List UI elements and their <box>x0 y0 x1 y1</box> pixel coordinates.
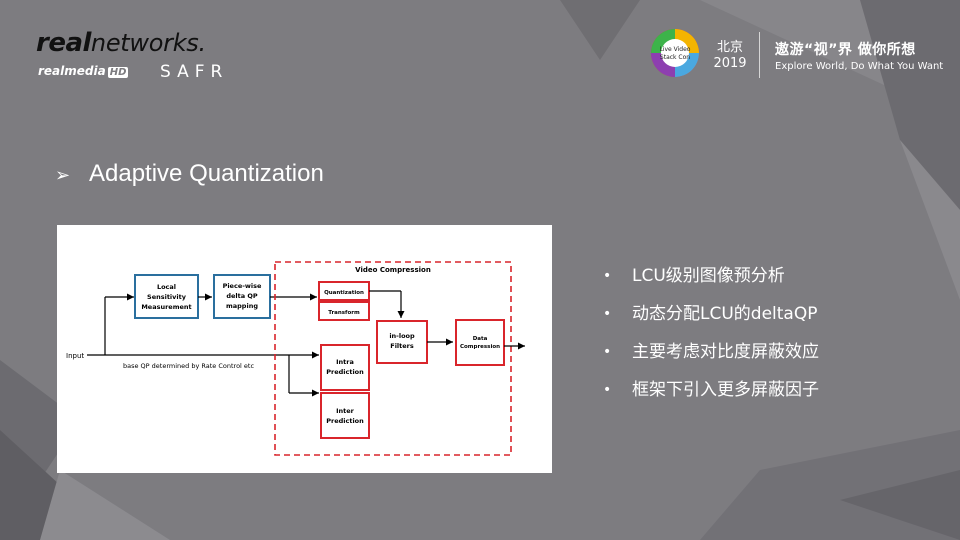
slide-title-text: Adaptive Quantization <box>89 160 324 187</box>
bullet-text: LCU级别图像预分析 <box>632 266 785 286</box>
piecewise-line2: delta QP <box>226 292 258 300</box>
arrow-bullet-icon: ➢ <box>55 165 71 185</box>
event-slogan: 遨游“视”界 做你所想 Explore World, Do What You W… <box>775 39 943 72</box>
local-sensitivity-box <box>134 274 199 319</box>
bullet-text: 主要考虑对比度屏蔽效应 <box>632 342 819 362</box>
livevideostackcon-logo: Live Video Stack Con <box>651 29 699 77</box>
inloop-line2: Filters <box>390 342 414 350</box>
data-compression-line1: Data <box>473 336 488 342</box>
event-city: 北京 <box>716 40 743 55</box>
bullet-dot-icon: • <box>603 382 612 398</box>
local-sensitivity-line2: Sensitivity <box>147 293 187 301</box>
base-qp-label: base QP determined by Rate Control etc <box>123 362 254 370</box>
slogan-english: Explore World, Do What You Want <box>775 61 944 72</box>
bullet-dot-icon: • <box>603 268 612 284</box>
intra-prediction-box <box>320 344 370 391</box>
piecewise-line3: mapping <box>226 302 258 310</box>
aq-block-diagram: Input base QP determined by Rate Control… <box>57 225 552 473</box>
safr-logo: SAFR <box>160 62 229 82</box>
bullet-item: • 主要考虑对比度屏蔽效应 <box>600 338 940 376</box>
piecewise-line1: Piece-wise <box>223 282 262 290</box>
brand-networks-text: networks. <box>90 29 206 57</box>
brand-real-text: real <box>36 28 91 58</box>
event-city-year: 北京 2019 <box>711 40 749 72</box>
slide-title: ➢ Adaptive Quantization <box>55 160 324 188</box>
bullet-text: 动态分配LCU的deltaQP <box>632 304 818 324</box>
local-sensitivity-line3: Measurement <box>141 303 191 311</box>
quantization-label: Quantization <box>324 290 364 296</box>
bullet-item: • 动态分配LCU的deltaQP <box>600 300 940 338</box>
piecewise-mapping-box <box>213 274 271 319</box>
video-compression-label: Video Compression <box>355 266 431 274</box>
bullet-item: • LCU级别图像预分析 <box>600 262 940 300</box>
event-year: 2019 <box>713 56 747 71</box>
local-sensitivity-line1: Local <box>157 283 176 291</box>
inter-prediction-box <box>320 392 370 439</box>
inloop-filters-box <box>376 320 428 364</box>
bullet-dot-icon: • <box>603 344 612 360</box>
intra-line1: Intra <box>336 358 354 366</box>
video-compression-frame <box>274 261 512 456</box>
logo-line2: Stack Con <box>660 54 690 61</box>
realmedia-hd-badge: HD <box>107 67 129 78</box>
logo-line1: Live Video <box>660 46 691 53</box>
transform-box <box>318 301 370 321</box>
event-divider <box>759 32 760 78</box>
input-label: Input <box>66 352 84 360</box>
inloop-line1: in-loop <box>389 332 415 340</box>
bullet-dot-icon: • <box>603 306 612 322</box>
realmedia-text: realmedia <box>38 64 106 78</box>
intra-line2: Prediction <box>326 368 364 376</box>
bullet-text: 框架下引入更多屏蔽因子 <box>632 380 819 400</box>
inter-line2: Prediction <box>326 417 364 425</box>
inter-line1: Inter <box>336 407 355 415</box>
bullet-list: • LCU级别图像预分析 • 动态分配LCU的deltaQP • 主要考虑对比度屏蔽效… <box>600 262 940 414</box>
data-compression-box <box>455 319 505 366</box>
diagram-svg: Input base QP determined by Rate Control… <box>66 261 525 456</box>
transform-label: Transform <box>328 310 360 316</box>
data-compression-line2: Compression <box>460 344 500 350</box>
bullet-item: • 框架下引入更多屏蔽因子 <box>600 376 940 414</box>
slogan-chinese: 遨游“视”界 做你所想 <box>775 42 916 58</box>
